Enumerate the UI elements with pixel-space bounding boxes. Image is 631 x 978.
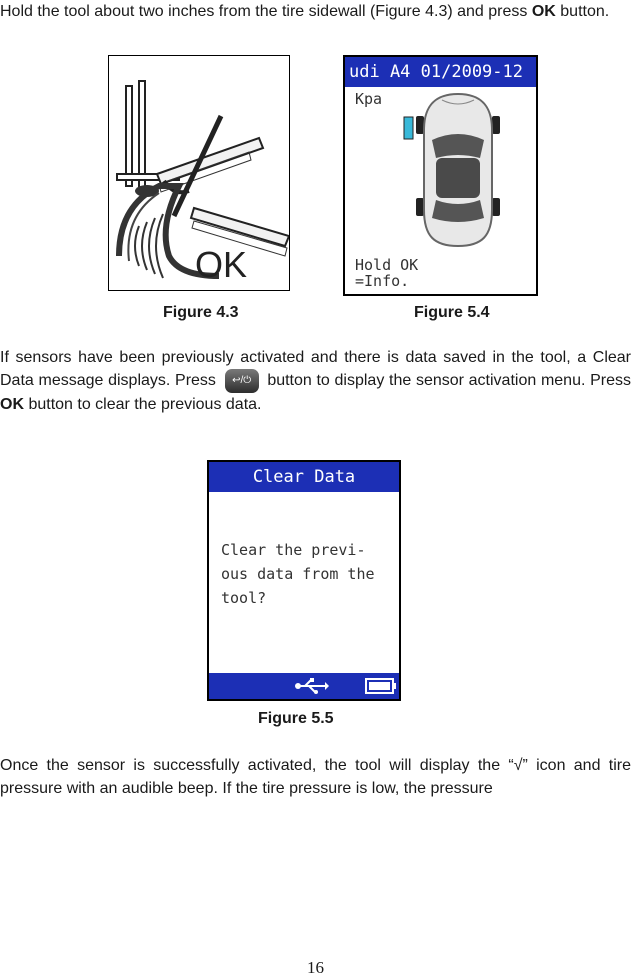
figure-5-4-screen: udi A4 01/2009-12 Kpa Hold OK =Info. [343, 55, 538, 296]
car-top-view-icon [403, 92, 500, 248]
clear-data-line1: Clear the previ- [221, 541, 366, 559]
figure-4-3-image: OK [108, 55, 290, 291]
hold-ok-line2: =Info. [355, 272, 410, 290]
page-number: 16 [307, 958, 324, 977]
ok-bold-label: OK [531, 3, 556, 20]
unit-label: Kpa [355, 90, 383, 108]
figure-5-5-screen: Clear Data Clear the previ- ous data fro… [207, 460, 401, 701]
sensor-highlight [403, 116, 414, 140]
status-bar [209, 673, 399, 699]
clear-data-header: Clear Data [209, 462, 399, 492]
figure-4-3-caption: Figure 4.3 [163, 304, 239, 321]
back-power-button-icon: ↩/⏻ [224, 369, 259, 393]
ok-bold-label-2: OK [0, 396, 24, 413]
vehicle-header: udi A4 01/2009-12 [345, 57, 536, 87]
ok-label: OK [195, 244, 248, 285]
clear-data-paragraph: If sensors have been previously activate… [0, 349, 631, 413]
figure-5-5-caption: Figure 5.5 [258, 710, 334, 727]
figure-5-4-caption: Figure 5.4 [414, 304, 490, 321]
clear-data-line3: tool? [221, 589, 267, 607]
activation-paragraph: Once the sensor is successfully activate… [0, 757, 631, 797]
tool-near-tire-illustration [116, 80, 289, 279]
hold-ok-line1: Hold OK [355, 256, 419, 274]
intro-paragraph: Hold the tool about two inches from the … [0, 3, 610, 20]
battery-icon [365, 678, 396, 694]
usb-icon [295, 678, 329, 694]
clear-data-line2: ous data from the [221, 565, 375, 583]
